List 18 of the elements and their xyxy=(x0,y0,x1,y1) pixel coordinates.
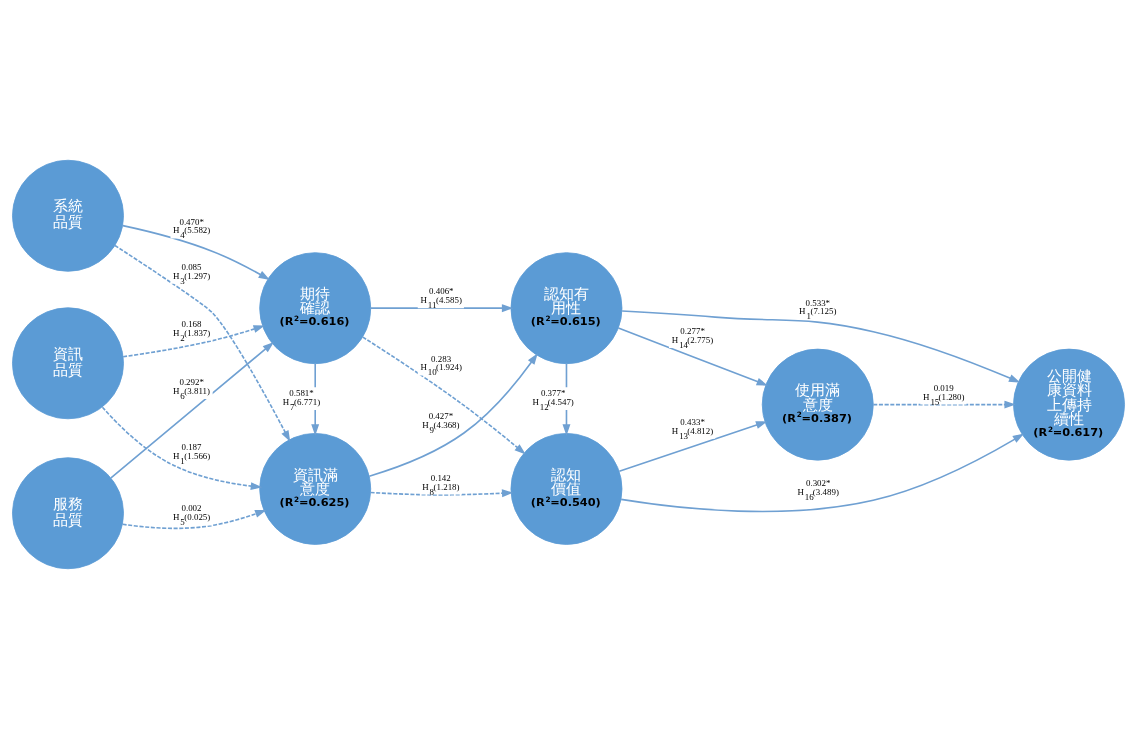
node-circle: 系統品質 xyxy=(12,159,124,272)
node-circle: 認知價值 (R$^{2}$=0.540) xyxy=(510,433,623,545)
arrow xyxy=(370,304,514,313)
arrow xyxy=(618,421,768,473)
arrow xyxy=(122,224,270,280)
arrow xyxy=(110,341,274,479)
node-circle: 資訊品質 xyxy=(12,307,124,420)
node-circle: 使用滿意度 (R$^{2}$=0.387) xyxy=(761,348,874,461)
arrow xyxy=(122,325,265,358)
arrow xyxy=(362,336,526,455)
arrow xyxy=(369,489,514,498)
arrow xyxy=(621,310,1021,383)
arrow xyxy=(121,510,267,530)
node-circle: 服務品質 xyxy=(12,457,124,570)
arrow xyxy=(114,244,291,442)
arrow xyxy=(101,406,263,491)
node-circle: 資訊滿意度 (R$^{2}$=0.625) xyxy=(259,433,372,545)
arrow xyxy=(620,433,1025,513)
